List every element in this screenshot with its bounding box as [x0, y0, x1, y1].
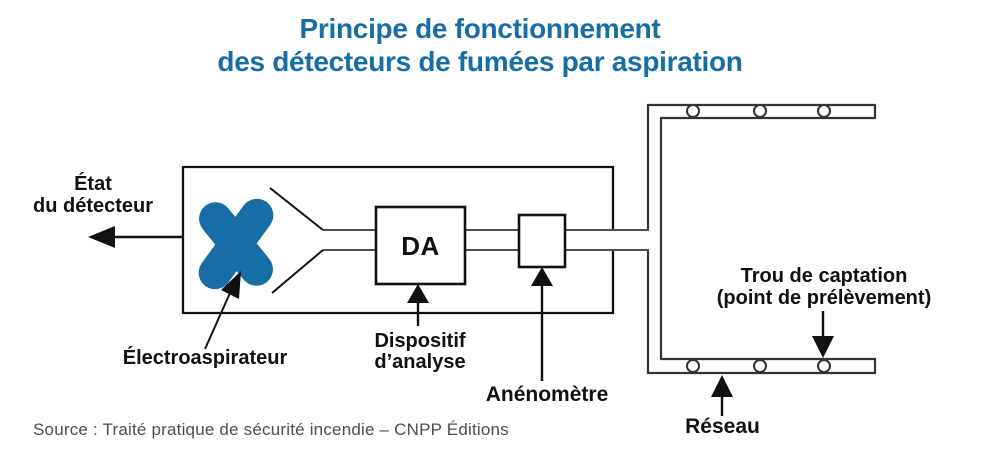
- intake-funnel: [269, 187, 324, 294]
- detector-state-label-line1: État: [74, 173, 112, 195]
- electro-aspirator-label: Électroaspirateur: [122, 347, 288, 369]
- detector-state-arrow: [88, 226, 183, 248]
- capture-hole: [753, 359, 767, 373]
- network-pipe: [646, 103, 877, 375]
- network-pointer-arrow: [711, 375, 733, 416]
- anemometer-label: Anénomètre: [485, 383, 609, 406]
- sampling-hole-pointer-arrow: [812, 311, 834, 358]
- electro-aspirator-icon: [198, 198, 274, 290]
- sampling-hole-label: Trou de captation (point de prélèvement): [699, 265, 949, 309]
- detector-unit-box: [181, 165, 615, 315]
- anemometer-box: [517, 213, 567, 269]
- anemometer-pointer-arrow: [531, 267, 553, 381]
- analysis-device-label: Dispositif d’analyse: [345, 331, 495, 373]
- analysis-device-pointer-arrow: [407, 284, 429, 326]
- figure-title-line1: Principe de fonctionnement: [299, 13, 661, 44]
- detector-state-label: État du détecteur: [13, 173, 173, 217]
- figure-title-line2: des détecteurs de fumées par aspiration: [217, 46, 743, 77]
- analysis-device-box: [374, 205, 467, 286]
- analysis-device-label-line1: Dispositif: [374, 330, 466, 352]
- source-credit: Source : Traité pratique de sécurité inc…: [33, 420, 509, 439]
- capture-hole: [753, 104, 767, 118]
- figure-title: Principe de fonctionnement des détecteur…: [0, 12, 960, 78]
- sampling-hole-label-line2: (point de prélèvement): [716, 287, 932, 309]
- analysis-device-label-line2: d’analyse: [374, 351, 466, 373]
- capture-hole: [686, 104, 700, 118]
- analysis-device-abbreviation: DA: [401, 231, 440, 261]
- capture-hole: [817, 359, 831, 373]
- capture-hole: [686, 359, 700, 373]
- capture-hole: [817, 104, 831, 118]
- sampling-hole-label-line1: Trou de captation: [740, 265, 908, 287]
- electro-aspirator-pointer-arrow: [204, 271, 241, 350]
- network-label: Réseau: [685, 415, 760, 438]
- detector-state-label-line2: du détecteur: [32, 195, 154, 217]
- sampling-tube: [323, 229, 649, 251]
